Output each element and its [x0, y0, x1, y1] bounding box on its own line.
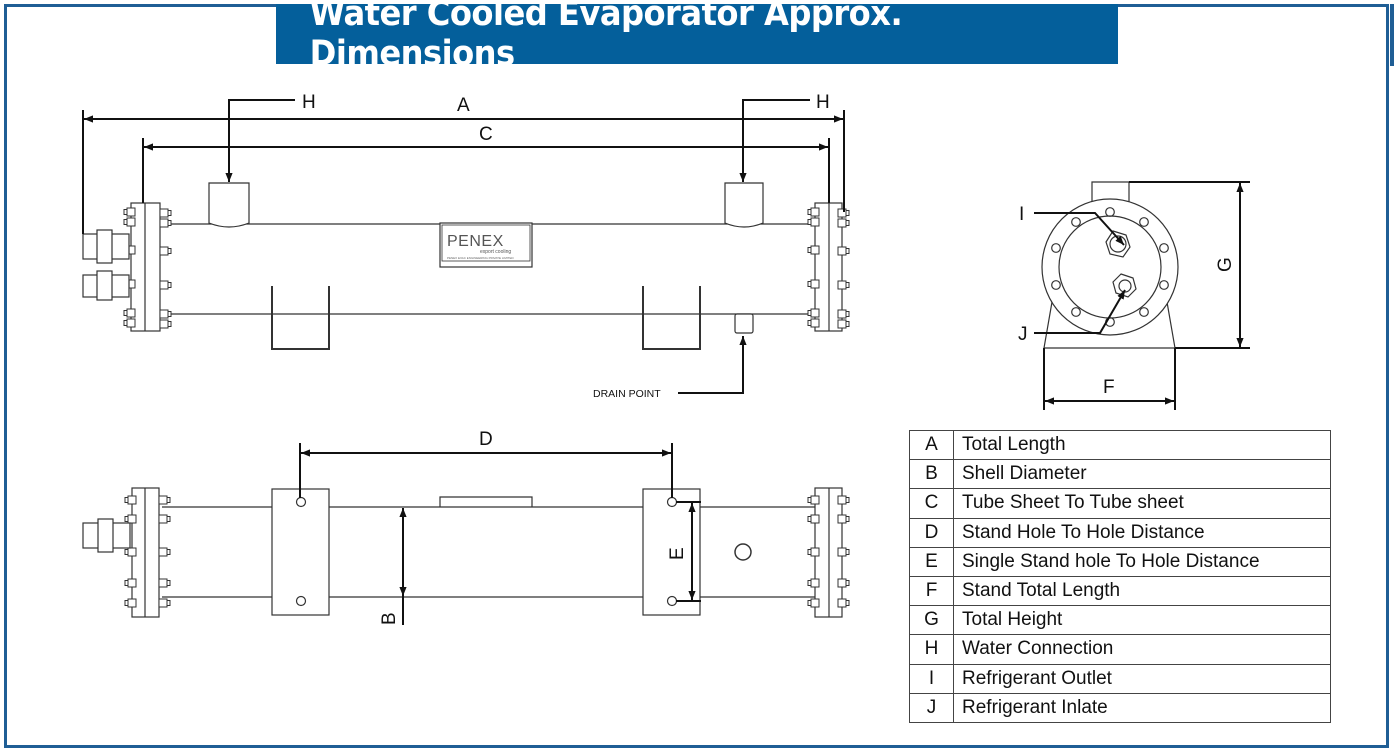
- label-h-left: H: [302, 92, 316, 113]
- label-h-right: H: [816, 92, 830, 113]
- legend-code: B: [909, 459, 954, 490]
- water-nozzle: [1091, 181, 1130, 204]
- page-title-text: Water Cooled Evaporator Approx. Dimensio…: [309, 0, 903, 74]
- stand-plate-left: [271, 488, 330, 616]
- legend-code: G: [909, 605, 954, 636]
- legend-description: Total Length: [953, 429, 1331, 461]
- bottom-view: [82, 487, 850, 618]
- label-g: G: [1215, 257, 1236, 272]
- legend-code: E: [909, 546, 954, 577]
- refrigerant-outlet-hex: [1105, 230, 1131, 258]
- nameplate-edge: [439, 496, 533, 507]
- nameplate-company: PENEX EVAC ENGINEERING PRIVATE LIMITED: [447, 256, 515, 260]
- right-flange: [807, 202, 850, 332]
- drain-port: [734, 543, 752, 561]
- legend-description: Stand Total Length: [953, 575, 1331, 607]
- leader-i: [1034, 212, 1125, 246]
- legend-code: H: [909, 634, 954, 665]
- legend-description: Refrigerant Outlet: [953, 663, 1331, 694]
- left-flange: [124, 487, 171, 618]
- legend-code: D: [909, 517, 954, 548]
- label-e: E: [667, 547, 688, 560]
- refrigerant-connectors: [82, 229, 130, 301]
- frame-accent: [1390, 4, 1394, 66]
- nameplate: [439, 222, 533, 268]
- end-view-dimensions: [1034, 181, 1250, 410]
- refrigerant-connector: [82, 518, 131, 553]
- leader-h-right: [739, 99, 810, 182]
- right-flange: [807, 487, 850, 618]
- top-view-dimensions: [82, 99, 845, 394]
- water-nozzle-right: [724, 182, 764, 228]
- legend-description: Stand Hole To Hole Distance: [953, 517, 1331, 548]
- legend-code: C: [909, 488, 954, 519]
- leader-drain: [678, 336, 747, 394]
- end-view: [1041, 181, 1179, 349]
- legend-code: F: [909, 575, 954, 607]
- legend-code: I: [909, 663, 954, 694]
- outer-flange: [1041, 198, 1179, 336]
- stand-left: [271, 286, 330, 350]
- left-flange: [123, 202, 172, 332]
- label-j: J: [1018, 324, 1028, 345]
- legend-description: Total Height: [953, 605, 1331, 636]
- stand-right: [642, 286, 701, 350]
- legend-code: J: [909, 692, 954, 723]
- bottom-view-dimensions: [299, 443, 701, 625]
- label-c: C: [479, 124, 493, 145]
- refrigerant-inlet-hex: [1112, 273, 1137, 298]
- legend-description: Single Stand hole To Hole Distance: [953, 546, 1331, 577]
- saddle-stand: [1043, 301, 1176, 349]
- label-f: F: [1103, 377, 1115, 398]
- flange-bolt-holes: [1051, 207, 1169, 327]
- legend-description: Tube Sheet To Tube sheet: [953, 488, 1331, 519]
- stand-hole: [295, 595, 307, 607]
- label-drain-point: DRAIN POINT: [593, 388, 661, 400]
- refrigerant-inlet-port: [1118, 279, 1132, 293]
- legend-code: A: [909, 429, 954, 461]
- label-a: A: [457, 95, 470, 116]
- nameplate-tagline: export cooling: [480, 249, 511, 255]
- leader-h-left: [225, 99, 295, 182]
- leader-j: [1034, 289, 1126, 334]
- drain-fitting: [734, 313, 754, 334]
- water-nozzle-left: [208, 182, 250, 228]
- top-view: [82, 182, 850, 350]
- label-b: B: [379, 612, 400, 625]
- nameplate-brand: PENEX: [447, 233, 504, 250]
- page-title: Water Cooled Evaporator Approx. Dimensio…: [276, 0, 1118, 74]
- label-i: I: [1019, 204, 1024, 225]
- legend-description: Shell Diameter: [953, 459, 1331, 490]
- legend-description: Refrigerant Inlate: [953, 692, 1331, 723]
- legend-description: Water Connection: [953, 634, 1331, 665]
- label-d: D: [479, 429, 493, 450]
